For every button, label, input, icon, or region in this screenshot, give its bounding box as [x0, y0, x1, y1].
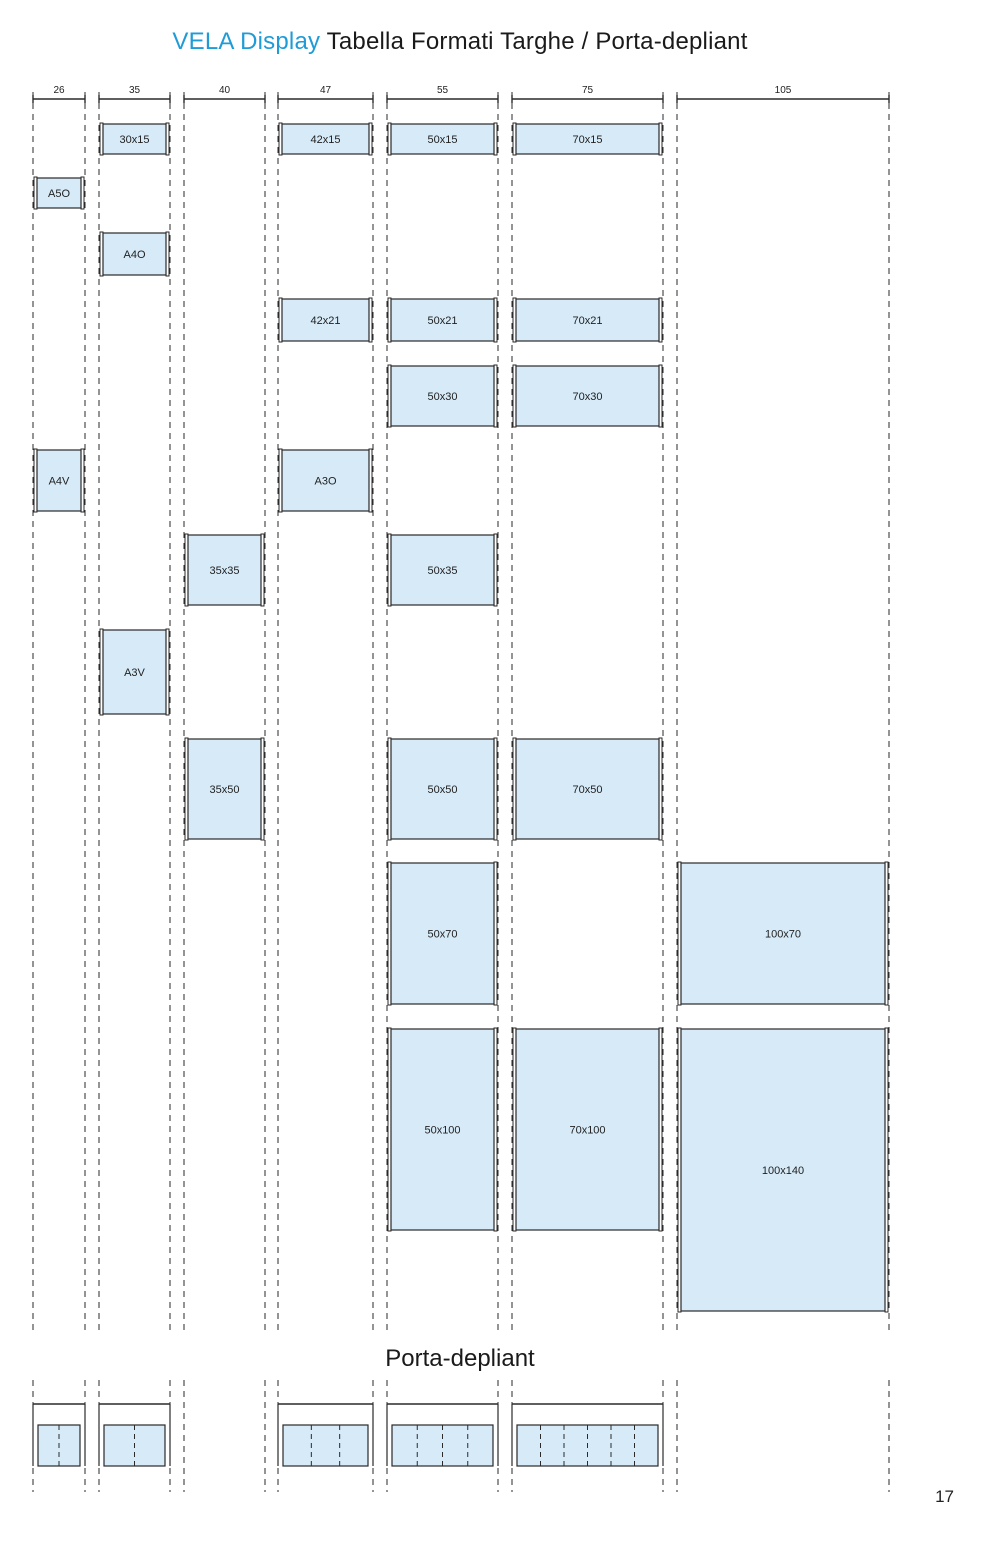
format-panel: 50x70 [387, 861, 498, 1006]
brochure-holder [98, 1403, 171, 1467]
format-label: 50x15 [428, 134, 458, 146]
panel-face [515, 298, 660, 342]
format-panel: 35x35 [184, 533, 265, 607]
format-label: 70x21 [573, 315, 603, 327]
panel-face [390, 123, 495, 155]
format-panel: 50x15 [387, 122, 498, 156]
panel-face [102, 123, 167, 155]
format-panel: 50x30 [387, 364, 498, 428]
format-label: A4O [123, 249, 145, 261]
column-width-label: 26 [53, 85, 65, 96]
panel-face [390, 1028, 495, 1231]
panel-face [36, 177, 82, 209]
panel-face [281, 123, 370, 155]
panel-face [515, 123, 660, 155]
holder-pocket [282, 1424, 369, 1467]
column-width-label: 40 [219, 85, 231, 96]
panel-face [515, 738, 660, 840]
panel-face [515, 365, 660, 427]
format-panel: 42x21 [278, 297, 373, 343]
brochure-holder [511, 1403, 664, 1467]
section-title: Porta-depliant [385, 1345, 535, 1372]
panel-face [102, 629, 167, 715]
format-panel: 70x100 [512, 1027, 663, 1232]
format-label: 42x15 [311, 134, 341, 146]
format-label: 50x50 [428, 784, 458, 796]
format-label: 35x35 [210, 565, 240, 577]
panel-face [390, 365, 495, 427]
panel-face [102, 232, 167, 276]
format-panel: 50x100 [387, 1027, 498, 1232]
format-label: 30x15 [120, 134, 150, 146]
brochure-holder [277, 1403, 374, 1467]
format-label: 50x70 [428, 929, 458, 941]
format-panel: 70x15 [512, 122, 663, 156]
format-label: 50x21 [428, 315, 458, 327]
format-panel: A4O [99, 231, 170, 277]
column-width-label: 35 [129, 85, 141, 96]
format-panel: 50x35 [387, 533, 498, 607]
format-panel: 100x140 [677, 1027, 889, 1313]
column-width-label: 47 [320, 85, 332, 96]
format-panel: 70x21 [512, 297, 663, 343]
brochure-holder [32, 1403, 86, 1467]
format-label: 70x100 [569, 1125, 605, 1137]
panel-face [390, 862, 495, 1005]
format-panel: A3V [99, 628, 170, 716]
format-label: A3O [314, 476, 336, 488]
panel-face [515, 1028, 660, 1231]
format-label: 70x15 [573, 134, 603, 146]
panel-face [187, 534, 262, 606]
format-panel: 35x50 [184, 737, 265, 841]
brand-name: VELA Display [172, 28, 321, 55]
format-label: A3V [124, 667, 145, 679]
column-width-label: 55 [437, 85, 449, 96]
format-label: 70x30 [573, 391, 603, 403]
format-label: 70x50 [573, 784, 603, 796]
panel-face [680, 862, 886, 1005]
format-panel: 50x21 [387, 297, 498, 343]
panel-face [281, 298, 370, 342]
format-panel: 70x50 [512, 737, 663, 841]
page-number: 17 [935, 1487, 954, 1506]
format-panel: 50x50 [387, 737, 498, 841]
brochure-holder [386, 1403, 499, 1467]
format-label: 42x21 [311, 315, 341, 327]
format-panel: A3O [278, 448, 373, 513]
panel-face [680, 1028, 886, 1312]
format-label: 100x70 [765, 929, 801, 941]
page-title: VELA Display Tabella Formati Targhe / Po… [0, 28, 920, 56]
format-label: 35x50 [210, 784, 240, 796]
panel-face [187, 738, 262, 840]
title-text: Tabella Formati Targhe / Porta-depliant [326, 28, 748, 55]
format-panel: 70x30 [512, 364, 663, 428]
panel-face [281, 449, 370, 512]
format-label: 50x30 [428, 391, 458, 403]
panel-face [36, 449, 82, 512]
panel-face [390, 738, 495, 840]
format-label: 100x140 [762, 1165, 804, 1177]
column-width-label: 105 [775, 85, 792, 96]
panel-face [390, 298, 495, 342]
panel-face [390, 534, 495, 606]
format-label: 50x100 [424, 1125, 460, 1137]
format-panel: 30x15 [99, 122, 170, 156]
column-width-label: 75 [582, 85, 594, 96]
format-label: 50x35 [428, 565, 458, 577]
format-panel: A4V [33, 448, 85, 513]
format-panel: A5O [33, 176, 85, 210]
format-label: A5O [48, 188, 70, 200]
format-label: A4V [49, 476, 70, 488]
format-panel: 42x15 [278, 122, 373, 156]
format-panel: 100x70 [677, 861, 889, 1006]
